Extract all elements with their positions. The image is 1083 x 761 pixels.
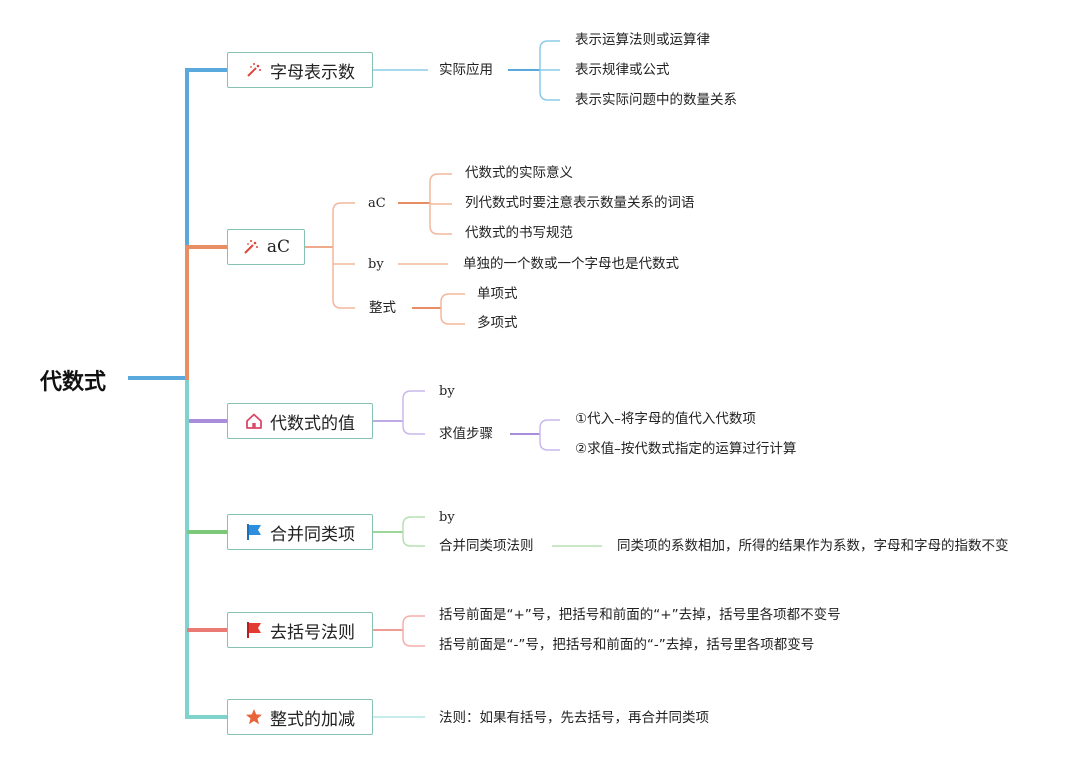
magic-wand-icon xyxy=(245,61,263,79)
node-evaluation-steps[interactable]: 求值步骤 xyxy=(439,426,493,442)
node-by[interactable]: by xyxy=(439,510,455,525)
node-by[interactable]: by xyxy=(439,384,455,399)
branch-node-remove-brackets-rule[interactable]: 去括号法则 xyxy=(227,612,373,648)
leaf-node[interactable]: 括号前面是“-”号，把括号和前面的“-”去掉，括号里各项都变号 xyxy=(439,637,815,653)
node-combine-rule[interactable]: 合并同类项法则 xyxy=(439,538,534,554)
star-icon xyxy=(245,708,263,726)
branch-node-combine-like-terms[interactable]: 合并同类项 xyxy=(227,514,373,550)
branch-label: 去括号法则 xyxy=(270,622,355,643)
leaf-node[interactable]: 列代数式时要注意表示数量关系的词语 xyxy=(465,195,695,211)
branch-label: 字母表示数 xyxy=(270,62,355,83)
leaf-node[interactable]: ②求值–按代数式指定的运算过行计算 xyxy=(575,441,797,457)
house-icon xyxy=(245,412,263,430)
branch-node-expression-value[interactable]: 代数式的值 xyxy=(227,403,373,439)
leaf-node[interactable]: 同类项的系数相加，所得的结果作为系数，字母和字母的指数不变 xyxy=(617,538,1009,554)
magic-wand-icon xyxy=(242,238,260,256)
red-flag-icon xyxy=(245,621,263,639)
node-ac[interactable]: aC xyxy=(368,196,386,211)
blue-flag-icon xyxy=(245,523,263,541)
node-practical-application[interactable]: 实际应用 xyxy=(439,62,493,78)
leaf-node[interactable]: 代数式的书写规范 xyxy=(465,225,573,241)
leaf-node[interactable]: 括号前面是“+”号，把括号和前面的“+”去掉，括号里各项都不变号 xyxy=(439,607,841,623)
leaf-node[interactable]: 代数式的实际意义 xyxy=(465,165,573,181)
branch-label: 合并同类项 xyxy=(270,524,355,545)
leaf-node[interactable]: 单项式 xyxy=(477,286,518,302)
node-by[interactable]: by xyxy=(368,257,384,272)
leaf-node[interactable]: 多项式 xyxy=(477,315,518,331)
branch-node-letters-represent-numbers[interactable]: 字母表示数 xyxy=(227,52,373,88)
branch-node-ac[interactable]: aC xyxy=(227,229,305,265)
leaf-node[interactable]: 法则：如果有括号，先去括号，再合并同类项 xyxy=(439,710,709,726)
branch-label: aC xyxy=(266,237,291,257)
branch-label: 代数式的值 xyxy=(270,413,355,434)
leaf-node[interactable]: 表示实际问题中的数量关系 xyxy=(575,92,737,108)
root-node[interactable]: 代数式 xyxy=(40,370,107,395)
leaf-node[interactable]: 单独的一个数或一个字母也是代数式 xyxy=(463,256,679,272)
leaf-node[interactable]: 表示规律或公式 xyxy=(575,62,670,78)
branch-label: 整式的加减 xyxy=(270,709,355,730)
node-polynomial[interactable]: 整式 xyxy=(369,300,396,316)
leaf-node[interactable]: ①代入–将字母的值代入代数项 xyxy=(575,411,756,427)
branch-node-polynomial-add-subtract[interactable]: 整式的加减 xyxy=(227,699,373,735)
leaf-node[interactable]: 表示运算法则或运算律 xyxy=(575,32,710,48)
